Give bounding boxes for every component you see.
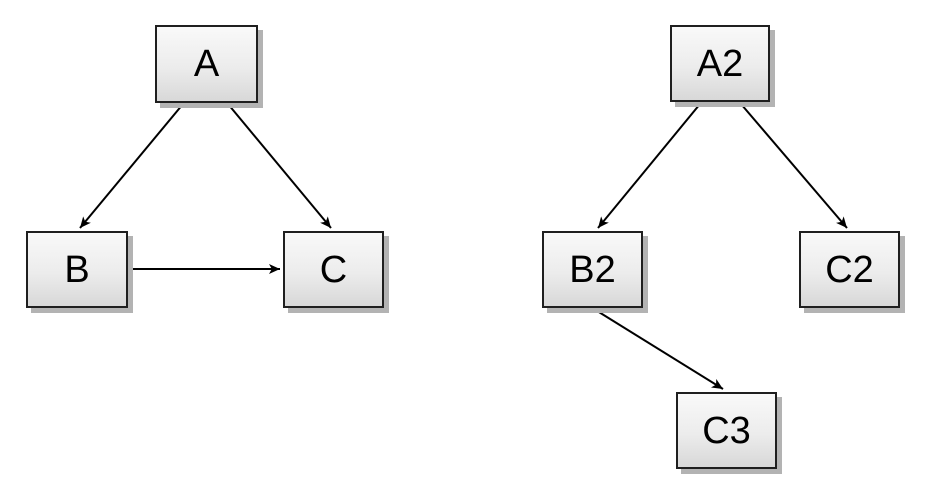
edge-A-C	[227, 103, 332, 229]
edge-A-B	[79, 103, 184, 229]
node-label-C3: C3	[702, 409, 751, 452]
node-A: A	[155, 25, 258, 103]
edge-A2-B2	[597, 103, 701, 229]
node-C2: C2	[799, 231, 900, 308]
node-label-A: A	[193, 43, 220, 85]
node-label-B2: B2	[569, 248, 616, 291]
edge-B2-C3	[593, 308, 724, 390]
edge-A2-C2	[740, 103, 848, 229]
node-label-A2: A2	[696, 42, 744, 85]
node-label-B: B	[64, 248, 90, 291]
node-B2: B2	[542, 231, 643, 308]
node-C: C	[283, 231, 384, 308]
node-C3: C3	[676, 392, 777, 469]
node-A2: A2	[670, 25, 770, 102]
node-label-C: C	[319, 248, 348, 291]
node-label-C2: C2	[825, 248, 874, 291]
node-B: B	[26, 231, 128, 308]
